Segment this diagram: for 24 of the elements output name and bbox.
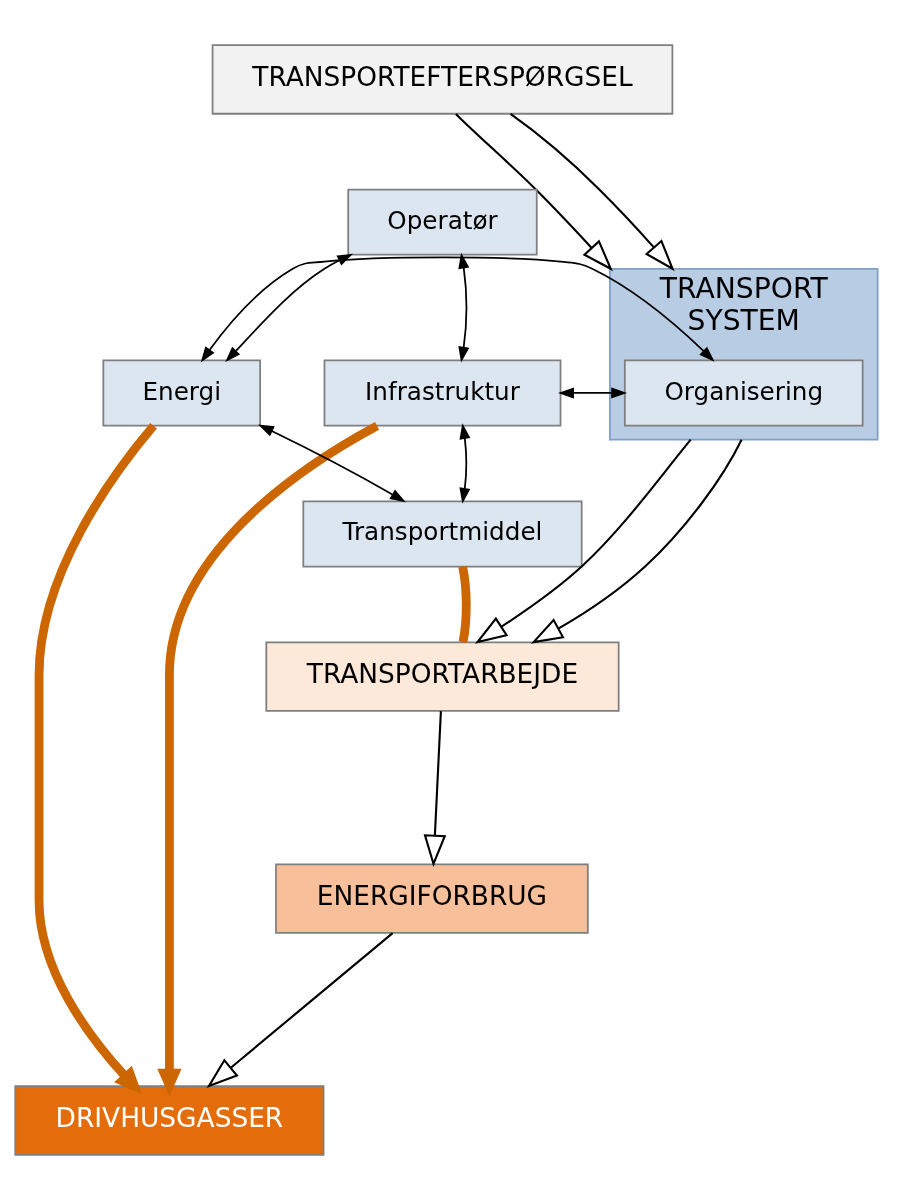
node-box: Operatør [347,188,538,256]
arrow [530,438,743,644]
node-box: Transportmiddel [302,499,583,567]
node-box: TRANSPORTEFTERSPØRGSEL [211,43,674,115]
arrow [459,422,471,504]
node-box: DRIVHUSGASSER [14,1084,325,1156]
node-box: Organisering [623,359,864,426]
node-box: TRANSPORTARBEJDE [265,640,620,712]
node-box: ENERGIFORBRUG [275,862,589,934]
arrow [206,931,394,1088]
arrow [509,112,675,271]
arrow [258,423,406,502]
arrow [458,252,470,362]
arrow [200,256,715,362]
arrow [225,253,354,362]
arrow [423,710,447,867]
connector [458,565,471,643]
arrow [558,386,628,399]
arrow [474,438,692,644]
node-box: Infrastruktur [323,359,562,426]
arrow [34,422,157,1094]
arrow [157,421,380,1096]
arrow [455,112,613,271]
node-box: Energi [102,359,262,426]
